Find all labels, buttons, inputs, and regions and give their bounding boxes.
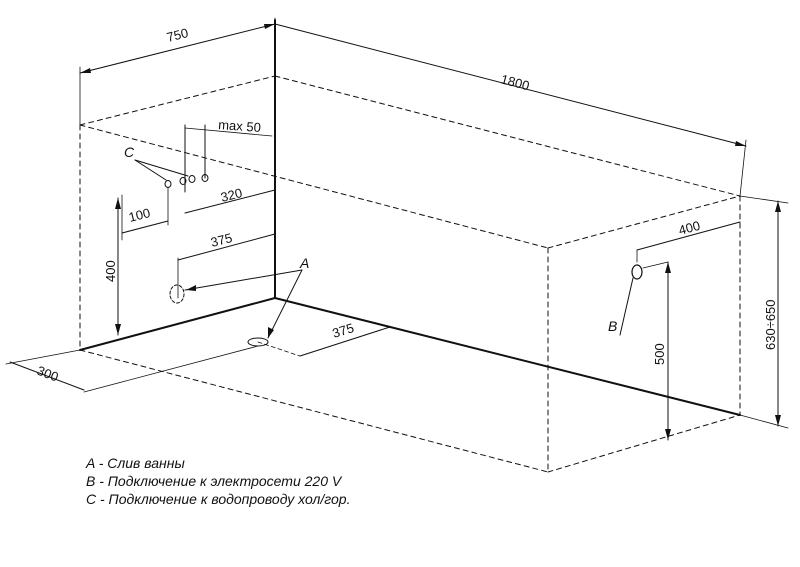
dimension-line-length: [274, 23, 747, 147]
supply-point-cold: [164, 180, 172, 188]
label-supply-height: 400: [103, 260, 118, 282]
marker-b: B: [608, 318, 617, 334]
label-socket-offset: 400: [677, 218, 702, 238]
dimension-line-width: [79, 23, 276, 74]
dimension-line-drain-edge: [9, 361, 85, 391]
drain-point-wall: [169, 284, 185, 304]
label-max-offset: max 50: [218, 117, 262, 135]
supply-point-hot: [188, 175, 196, 183]
legend-item-c: C - Подключение к водопроводу хол/гор.: [86, 491, 351, 507]
label-width: 750: [165, 25, 190, 45]
legend-item-b: B - Подключение к электросети 220 V: [86, 473, 342, 489]
label-supply-to-wall: 320: [219, 185, 244, 205]
marker-a: A: [299, 255, 309, 271]
marker-c: C: [124, 144, 135, 160]
legend: A - Слив ванны B - Подключение к электро…: [86, 454, 350, 508]
label-drain-to-wall-floor: 375: [330, 320, 355, 341]
label-tub-height: 630÷650: [763, 299, 778, 350]
label-socket-height: 500: [652, 343, 667, 365]
bathtub-outline: [79, 75, 741, 473]
label-supply-spacing: 100: [127, 205, 152, 225]
label-drain-from-edge: 300: [35, 363, 61, 385]
floor-left-edge: [79, 297, 276, 351]
label-drain-to-wall: 375: [209, 230, 234, 250]
legend-item-a: A - Слив ванны: [86, 455, 185, 471]
power-socket: [631, 264, 643, 280]
label-length: 1800: [499, 71, 531, 93]
